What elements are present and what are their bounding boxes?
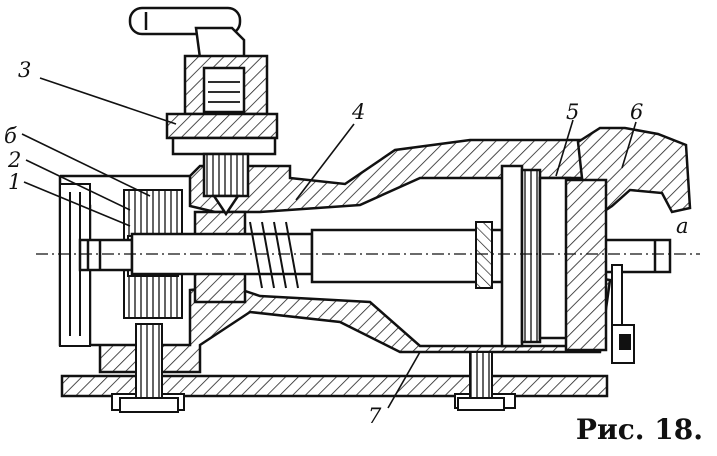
label-3: 3	[18, 58, 32, 82]
label-1: 1	[8, 170, 22, 194]
label-a: а	[676, 214, 689, 238]
label-7: 7	[368, 404, 382, 428]
label-6: 6	[630, 100, 644, 124]
label-5: 5	[566, 100, 580, 124]
label-b: б	[4, 124, 17, 148]
label-2: 2	[8, 148, 22, 172]
rotor-disk	[500, 164, 608, 352]
foot-bolts	[119, 323, 505, 413]
figure-caption: Рис. 18.	[575, 413, 703, 446]
shaft-spring	[249, 221, 493, 289]
pump-housing	[58, 126, 692, 374]
leader-lines	[21, 77, 637, 409]
label-4: 4	[352, 100, 366, 124]
right-clamp	[611, 264, 635, 364]
injector-assembly	[128, 6, 279, 217]
